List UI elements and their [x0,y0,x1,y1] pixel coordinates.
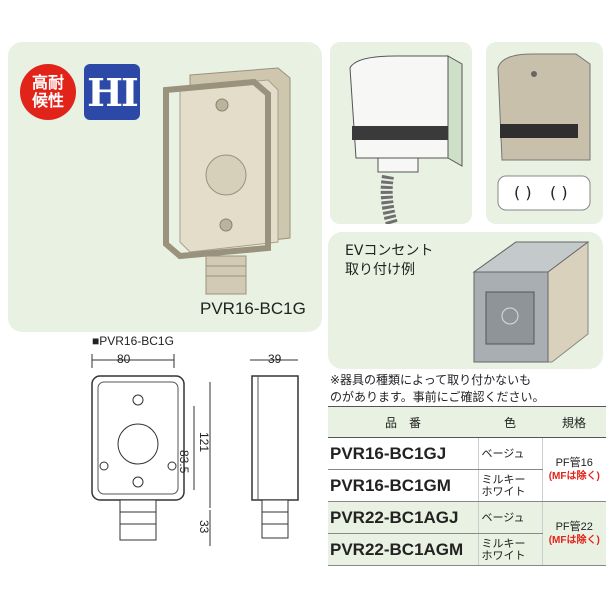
standard-cell: PF管22 (MFは除く) [541,501,606,566]
weather-resistant-badge: 高耐 候性 [20,64,76,120]
part-number: PVR22-BC1AGJ [328,501,478,534]
front-view-drawing [91,375,185,541]
table-row: PVR16-BC1GM ミルキー ホワイト [328,469,606,502]
standard-value: PF管16 [555,456,593,469]
ev-outlet-illustration [472,241,590,363]
color-cell: ミルキー ホワイト [477,469,542,502]
spec-table: 品 番 色 規格 PVR16-BC1GJ ベージュ PF管16 (MFは除く) … [328,406,606,566]
part-number: PVR16-BC1GM [328,469,478,502]
height-value: 121 [197,432,211,453]
mf-exclusion: (MFは除く) [548,470,600,482]
header-part-number: 品 番 [328,406,478,438]
header-color: 色 [478,406,542,438]
color-cell: ベージュ [477,501,542,534]
side-view-drawing [251,375,299,539]
table-row: PVR22-BC1AGM ミルキー ホワイト [328,533,606,566]
color-cell: ベージュ [477,437,542,470]
height-dimensions [193,382,211,546]
header-standard: 規格 [542,406,606,438]
hi-badge: HI [84,64,140,120]
depth-value: 39 [268,352,282,366]
drawing-label: ■PVR16-BC1G [92,334,174,348]
standard-cell: PF管16 (MFは除く) [541,437,606,502]
svg-text:( ): ( ) [514,183,532,202]
part-number: PVR16-BC1GJ [328,437,478,470]
svg-text:( ): ( ) [550,183,568,202]
standard-value: PF管22 [555,520,593,533]
product-box-illustration [163,67,291,295]
pitch-value: 83.5 [177,450,191,474]
table-row: PVR16-BC1GJ ベージュ PF管16 (MFは除く) [328,437,606,502]
compatibility-note: ※器具の種類によって取り付かないも のがあります。事前にご確認ください。 [330,373,545,404]
product-caption: PVR16-BC1G [200,299,306,318]
table-row: PVR22-BC1AGJ ベージュ PF管22 (MFは除く) [328,501,606,566]
mf-exclusion: (MFは除く) [548,534,600,546]
width-value: 80 [117,352,131,366]
cover-illustration [349,55,463,224]
outlet-illustration: ( ) ( ) [497,53,591,211]
depth-dimension [250,359,298,361]
color-cell: ミルキー ホワイト [477,533,542,566]
width-dimension [91,354,175,368]
ev-example-label: EVコンセント 取り付け例 [345,243,434,278]
part-number: PVR22-BC1AGM [328,533,478,566]
bottom-value: 33 [197,520,211,534]
